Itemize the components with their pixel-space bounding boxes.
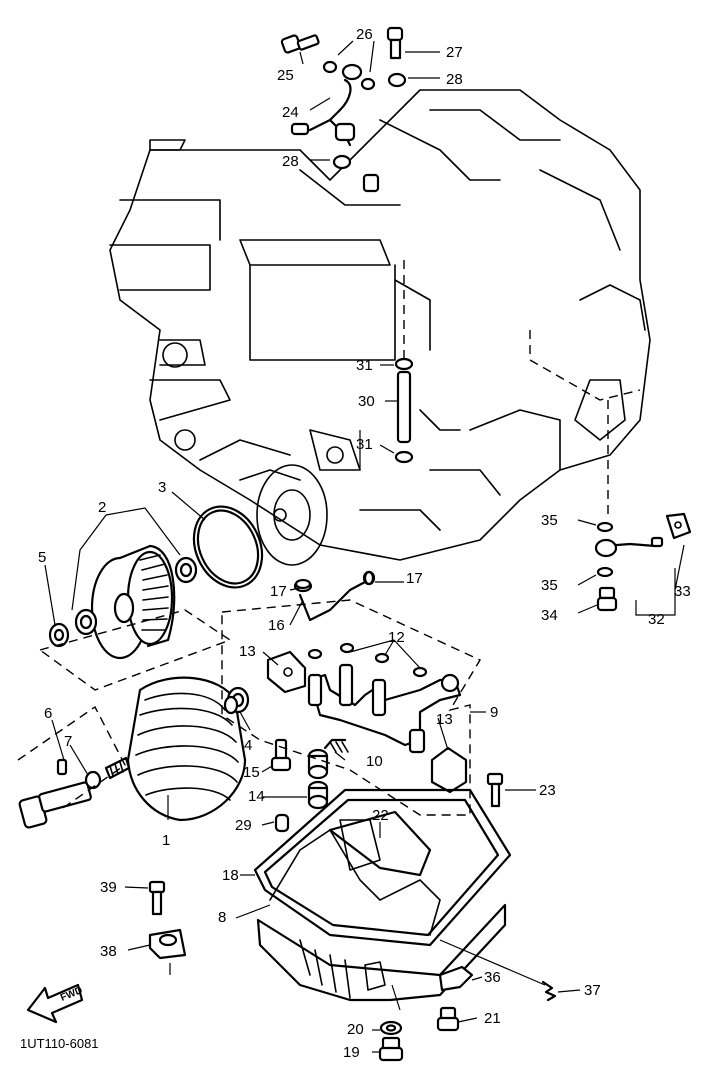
o-ring-12 [307, 642, 428, 678]
bolt-23 [486, 772, 504, 808]
callout-15: 15 [243, 764, 260, 781]
callout-23: 23 [539, 782, 556, 799]
callout-7: 7 [64, 733, 72, 750]
callout-31: 31 [356, 357, 373, 374]
callout-10: 10 [366, 753, 383, 770]
washer-26 [322, 60, 376, 91]
callout-29: 29 [235, 817, 252, 834]
o-ring-35 [596, 521, 614, 578]
grommet-14 [307, 780, 329, 810]
union-bolt-4 [223, 686, 250, 715]
bolt-27 [386, 26, 404, 60]
bolt-15 [270, 738, 292, 772]
seal-ring-2b [74, 556, 198, 636]
callout-2: 2 [98, 499, 106, 516]
callout-35: 35 [541, 512, 558, 529]
callout-6: 6 [44, 705, 52, 722]
gasket-20 [379, 1020, 403, 1036]
oil-delivery-pipe-24 [290, 63, 363, 147]
callout-18: 18 [222, 867, 239, 884]
callout-28b: 28 [282, 153, 299, 170]
bolt-39 [148, 880, 166, 916]
gasket-18 [253, 788, 512, 947]
o-ring-3 [192, 505, 264, 589]
callout-37: 37 [584, 982, 601, 999]
callout-13b: 13 [436, 711, 453, 728]
crankcase-cover [256, 464, 328, 566]
callout-38: 38 [100, 943, 117, 960]
callout-39: 39 [100, 879, 117, 896]
block-13b [430, 746, 468, 794]
callout-3: 3 [158, 479, 166, 496]
callout-14: 14 [248, 788, 265, 805]
callout-13: 13 [239, 643, 256, 660]
diagram-code: 1UT110-6081 [20, 1036, 99, 1051]
callout-33: 33 [674, 583, 691, 600]
seal-33 [665, 512, 692, 540]
pin-29 [274, 813, 290, 833]
callout-32: 32 [648, 611, 665, 628]
callout-24: 24 [282, 104, 299, 121]
filter-housing-1 [126, 676, 247, 822]
oil-filter-2 [90, 544, 176, 660]
o-ring-17 [294, 570, 375, 590]
oil-pipe-30 [394, 260, 414, 464]
callout-34: 34 [541, 607, 558, 624]
callout-22: 22 [372, 807, 389, 824]
callout-labels: 1 2 3 4 5 6 7 8 9 10 11 12 13 13 14 15 1… [38, 26, 691, 1061]
callout-1: 1 [162, 832, 170, 849]
strainer-assembly-9 [307, 663, 462, 754]
callout-8: 8 [218, 909, 226, 926]
callout-31b: 31 [356, 436, 373, 453]
spring-37 [541, 980, 557, 1002]
leader-lines [44, 40, 685, 1053]
callout-17b: 17 [406, 570, 423, 587]
pin-7 [56, 756, 131, 790]
callout-20: 20 [347, 1021, 364, 1038]
washer-5 [48, 622, 70, 648]
callout-26: 26 [356, 26, 373, 43]
callout-30: 30 [358, 393, 375, 410]
baffle-22 [328, 810, 432, 877]
oil-pipe-16 [293, 570, 376, 622]
bolt-6 [18, 781, 92, 829]
bolt-25 [280, 34, 320, 54]
mount-bolt [362, 173, 380, 193]
callout-5: 5 [38, 549, 46, 566]
callout-16: 16 [268, 617, 285, 634]
plate-36 [438, 965, 474, 992]
fwd-arrow-icon: FWD [26, 983, 84, 1024]
drain-bolt-19 [378, 1036, 404, 1062]
callout-27: 27 [446, 44, 463, 61]
callout-9: 9 [490, 704, 498, 721]
callout-25: 25 [277, 67, 294, 84]
oil-pipe-32 [594, 400, 664, 558]
callout-4: 4 [244, 737, 252, 754]
callout-17: 17 [270, 583, 287, 600]
callout-36: 36 [484, 969, 501, 986]
bolt-21 [436, 1006, 460, 1032]
callout-12: 12 [388, 629, 405, 646]
collar-11 [307, 748, 329, 780]
callout-35b: 35 [541, 577, 558, 594]
block-13 [266, 650, 307, 694]
bracket-38 [148, 928, 187, 960]
callout-28: 28 [446, 71, 463, 88]
bolt-34 [596, 586, 618, 612]
washer-28 [332, 72, 407, 170]
callout-21: 21 [484, 1010, 501, 1027]
crankcase [109, 89, 651, 561]
hose-10 [323, 738, 349, 753]
callout-19: 19 [343, 1044, 360, 1061]
